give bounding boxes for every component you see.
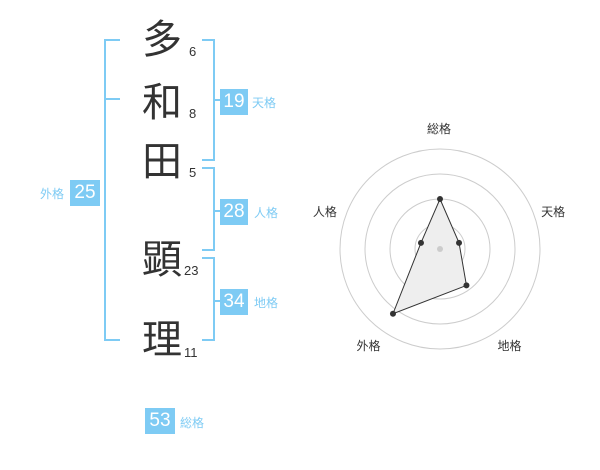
stroke-count-3: 5: [189, 165, 197, 180]
radar-axis-label-1: 天格: [541, 204, 566, 219]
jinkaku-label: 人格: [254, 206, 279, 220]
name-char-3: 田: [142, 139, 182, 185]
radar-point-1: [456, 239, 463, 246]
radar-ring-4: [339, 148, 541, 350]
stroke-count-2: 8: [189, 106, 197, 121]
stroke-count-5: 11: [184, 345, 198, 360]
chikaku-bracket: [202, 257, 215, 341]
radar-axis-label-2: 地格: [497, 339, 522, 354]
name-char-4: 顕: [142, 237, 182, 283]
jinkaku-bracket: [202, 167, 215, 251]
radar-polygon: [392, 197, 468, 315]
name-char-5: 理: [142, 317, 182, 363]
soukaku-value: 53: [145, 408, 175, 434]
radar-ring-3: [364, 173, 516, 325]
radar-axis-label-4: 人格: [312, 204, 337, 219]
radar-center: [437, 246, 443, 252]
soukaku-label: 総格: [180, 416, 205, 430]
radar-axis-label-0: 総格: [427, 122, 452, 136]
name-char-2: 和: [142, 80, 182, 126]
chikaku-value: 34: [220, 289, 248, 315]
tenkaku-value: 19: [220, 89, 248, 115]
jinkaku-value: 28: [220, 199, 248, 225]
radar-point-2: [463, 282, 470, 289]
stroke-count-1: 6: [189, 44, 197, 59]
chikaku-label: 地格: [254, 296, 279, 310]
gaikaku-label: 外格: [40, 187, 65, 201]
radar-point-0: [437, 196, 443, 202]
name-char-1: 多: [142, 17, 182, 63]
radar-axis-label-3: 外格: [356, 339, 381, 354]
gaikaku-value: 25: [70, 180, 100, 206]
tenkaku-label: 天格: [252, 96, 277, 110]
stroke-count-4: 23: [184, 263, 199, 278]
radar-point-4: [417, 239, 424, 246]
radar-point-3: [389, 310, 396, 317]
gaikaku-bracket: [104, 39, 120, 341]
